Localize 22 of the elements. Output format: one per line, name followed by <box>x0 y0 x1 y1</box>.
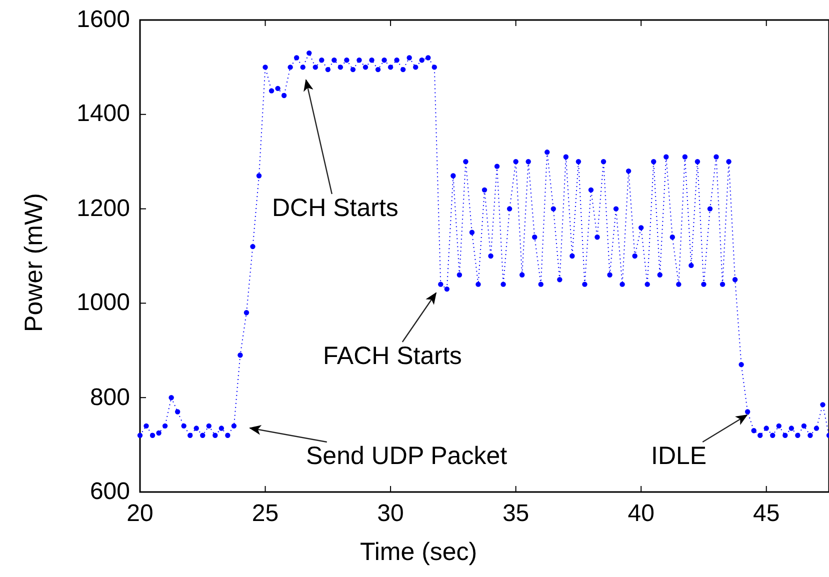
tick-label: 30 <box>376 502 405 526</box>
annotation-label: IDLE <box>651 444 707 469</box>
annotation-label: DCH Starts <box>272 196 398 221</box>
leader-arrow <box>402 292 437 342</box>
tick-label: 25 <box>250 502 280 526</box>
axis-title: Time (sec) <box>360 540 478 565</box>
leader-arrow <box>249 425 327 443</box>
axis-title: Power (mW) <box>22 193 47 332</box>
tick-label: 1400 <box>76 102 130 126</box>
tick-label: 600 <box>88 480 130 504</box>
leader-arrow <box>702 414 748 443</box>
annotation-label: FACH Starts <box>323 344 462 369</box>
tick-label: 40 <box>626 502 656 526</box>
tick-label: 35 <box>501 502 530 526</box>
tick-label: 1000 <box>76 291 130 316</box>
tick-label: 1200 <box>76 196 130 221</box>
tick-label: 45 <box>752 502 781 526</box>
tick-label: 1600 <box>76 8 130 32</box>
tick-label: 800 <box>88 386 130 410</box>
annotation-label: Send UDP Packet <box>306 444 508 469</box>
leader-arrow <box>304 79 332 194</box>
tick-label: 20 <box>126 502 154 526</box>
